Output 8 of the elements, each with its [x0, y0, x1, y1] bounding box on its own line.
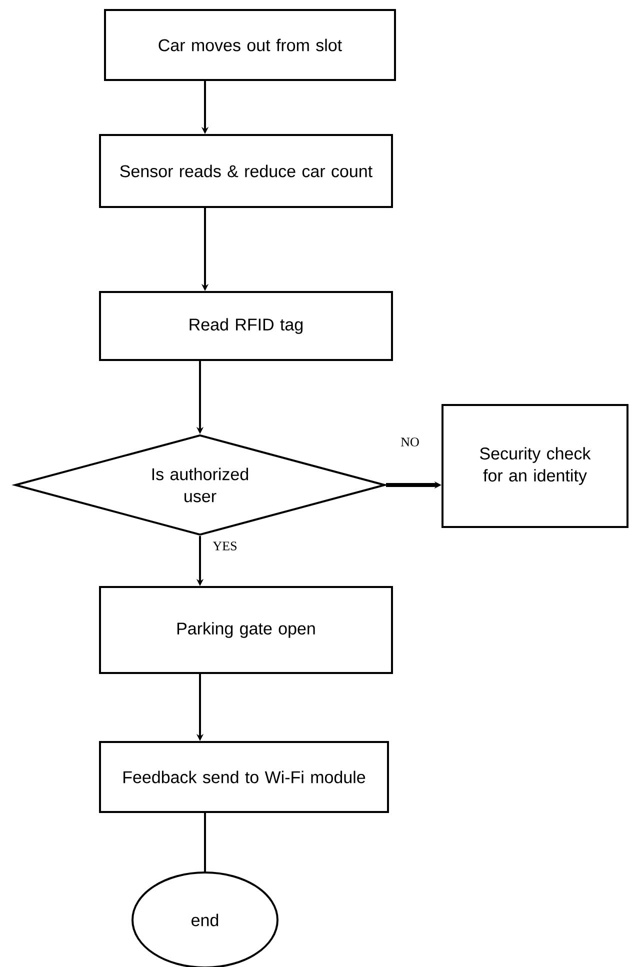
process-box: Security check for an identity [442, 404, 628, 528]
edge-label: YES [212, 540, 238, 552]
process-box: Read RFID tag [99, 291, 393, 361]
process-box: Feedback send to Wi-Fi module [99, 741, 389, 813]
edge-label: NO [400, 436, 420, 448]
process-box: Parking gate open [99, 586, 393, 674]
process-box: Sensor reads & reduce car count [99, 134, 393, 208]
process-box: Car moves out from slot [104, 9, 396, 82]
